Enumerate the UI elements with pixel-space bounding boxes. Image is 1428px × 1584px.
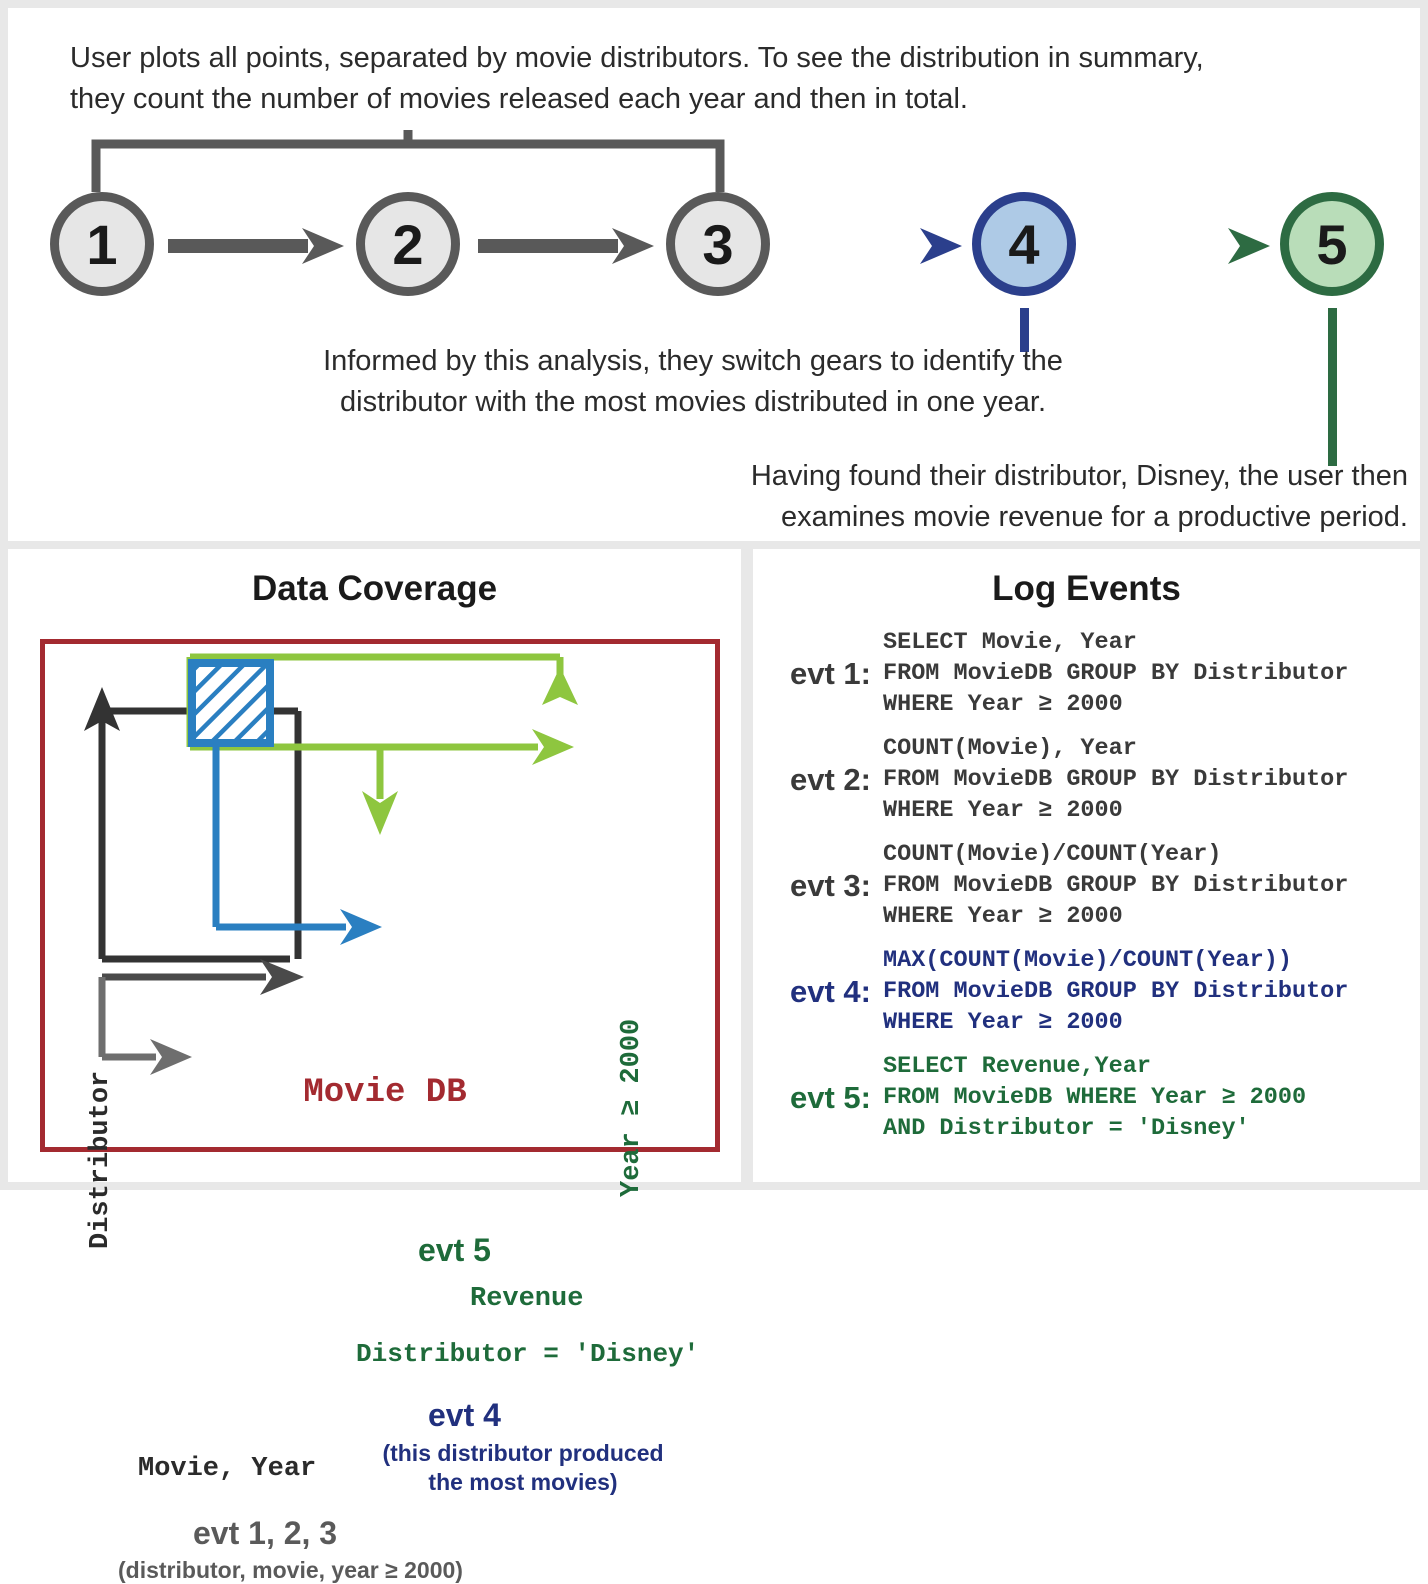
log-event-row: evt 3: COUNT(Movie)/COUNT(Year) FROM Movi… — [753, 839, 1420, 932]
flow-node-1[interactable]: 1 — [50, 192, 154, 296]
arrow-3-to-4 — [786, 228, 962, 264]
log-events-panel: Log Events evt 1: SELECT Movie, Year FROM… — [753, 549, 1420, 1182]
log-event-row: evt 1: SELECT Movie, Year FROM MovieDB GR… — [753, 627, 1420, 720]
narrative-step-c: Having found their distributor, Disney, … — [750, 460, 1408, 534]
log-events-list: evt 1: SELECT Movie, Year FROM MovieDB GR… — [753, 627, 1420, 1157]
log-event-key: evt 2: — [790, 761, 871, 797]
evt5-filter-label: Distributor = 'Disney' — [356, 1339, 700, 1369]
narrative-step-b: Informed by this analysis, they switch g… — [323, 345, 1063, 419]
log-event-sql: SELECT Revenue,Year FROM MovieDB WHERE Y… — [883, 1053, 1307, 1143]
log-event-row: evt 4: MAX(COUNT(Movie)/COUNT(Year)) FROM… — [753, 945, 1420, 1038]
arrow-2-to-3 — [478, 228, 654, 264]
data-coverage-panel: Data Coverage Movie DB — [8, 549, 741, 1583]
evt5-label: evt 5 — [418, 1232, 491, 1268]
y-axis-label: Distributor — [86, 1070, 116, 1249]
log-event-row: evt 2: COUNT(Movie), Year FROM MovieDB GR… — [753, 733, 1420, 826]
evt4-note: (this distributor produced the most movi… — [382, 1440, 664, 1495]
evt5-year-label: Year ≥ 2000 — [617, 1018, 647, 1197]
evt4-label: evt 4 — [428, 1397, 501, 1433]
narrative-flow-panel: User plots all points, separated by movi… — [8, 8, 1420, 541]
evt123-note: (distributor, movie, year ≥ 2000) — [118, 1557, 463, 1583]
movie-db-box: Movie DB — [40, 639, 720, 1152]
evt4-arrow — [212, 743, 382, 945]
log-events-title: Log Events — [992, 569, 1181, 608]
log-event-key: evt 1: — [790, 655, 871, 691]
arrow-1-to-2 — [168, 228, 344, 264]
log-event-key: evt 3: — [790, 867, 871, 903]
flow-node-3[interactable]: 3 — [666, 192, 770, 296]
movie-db-label: Movie DB — [303, 1074, 467, 1112]
log-event-sql: SELECT Movie, Year FROM MovieDB GROUP BY… — [883, 629, 1349, 719]
data-coverage-graphic — [84, 653, 578, 1075]
log-event-key: evt 4: — [790, 973, 871, 1009]
log-event-key: evt 5: — [790, 1079, 871, 1115]
flow-node-5[interactable]: 5 — [1280, 192, 1384, 296]
stem-node-4 — [1020, 308, 1029, 352]
evt5-revenue-label: Revenue — [470, 1284, 584, 1314]
log-event-row: evt 5: SELECT Revenue,Year FROM MovieDB W… — [753, 1051, 1420, 1144]
log-event-sql: COUNT(Movie), Year FROM MovieDB GROUP BY… — [883, 735, 1349, 825]
evt123-label: evt 1, 2, 3 — [193, 1515, 338, 1551]
evt123-arrow — [98, 977, 192, 1075]
bracket-connector — [91, 130, 725, 192]
flow-node-4[interactable]: 4 — [972, 192, 1076, 296]
narrative-step-a: User plots all points, separated by movi… — [70, 42, 1204, 116]
log-event-sql: MAX(COUNT(Movie)/COUNT(Year)) FROM Movie… — [883, 947, 1349, 1037]
stem-node-5 — [1328, 308, 1337, 466]
log-event-sql: COUNT(Movie)/COUNT(Year) FROM MovieDB GR… — [883, 841, 1349, 931]
flow-node-2[interactable]: 2 — [356, 192, 460, 296]
highlighted-cell — [188, 659, 274, 747]
arrow-4-to-5 — [1094, 228, 1270, 264]
x-axis-label: Movie, Year — [138, 1454, 317, 1484]
data-coverage-title: Data Coverage — [251, 569, 498, 608]
